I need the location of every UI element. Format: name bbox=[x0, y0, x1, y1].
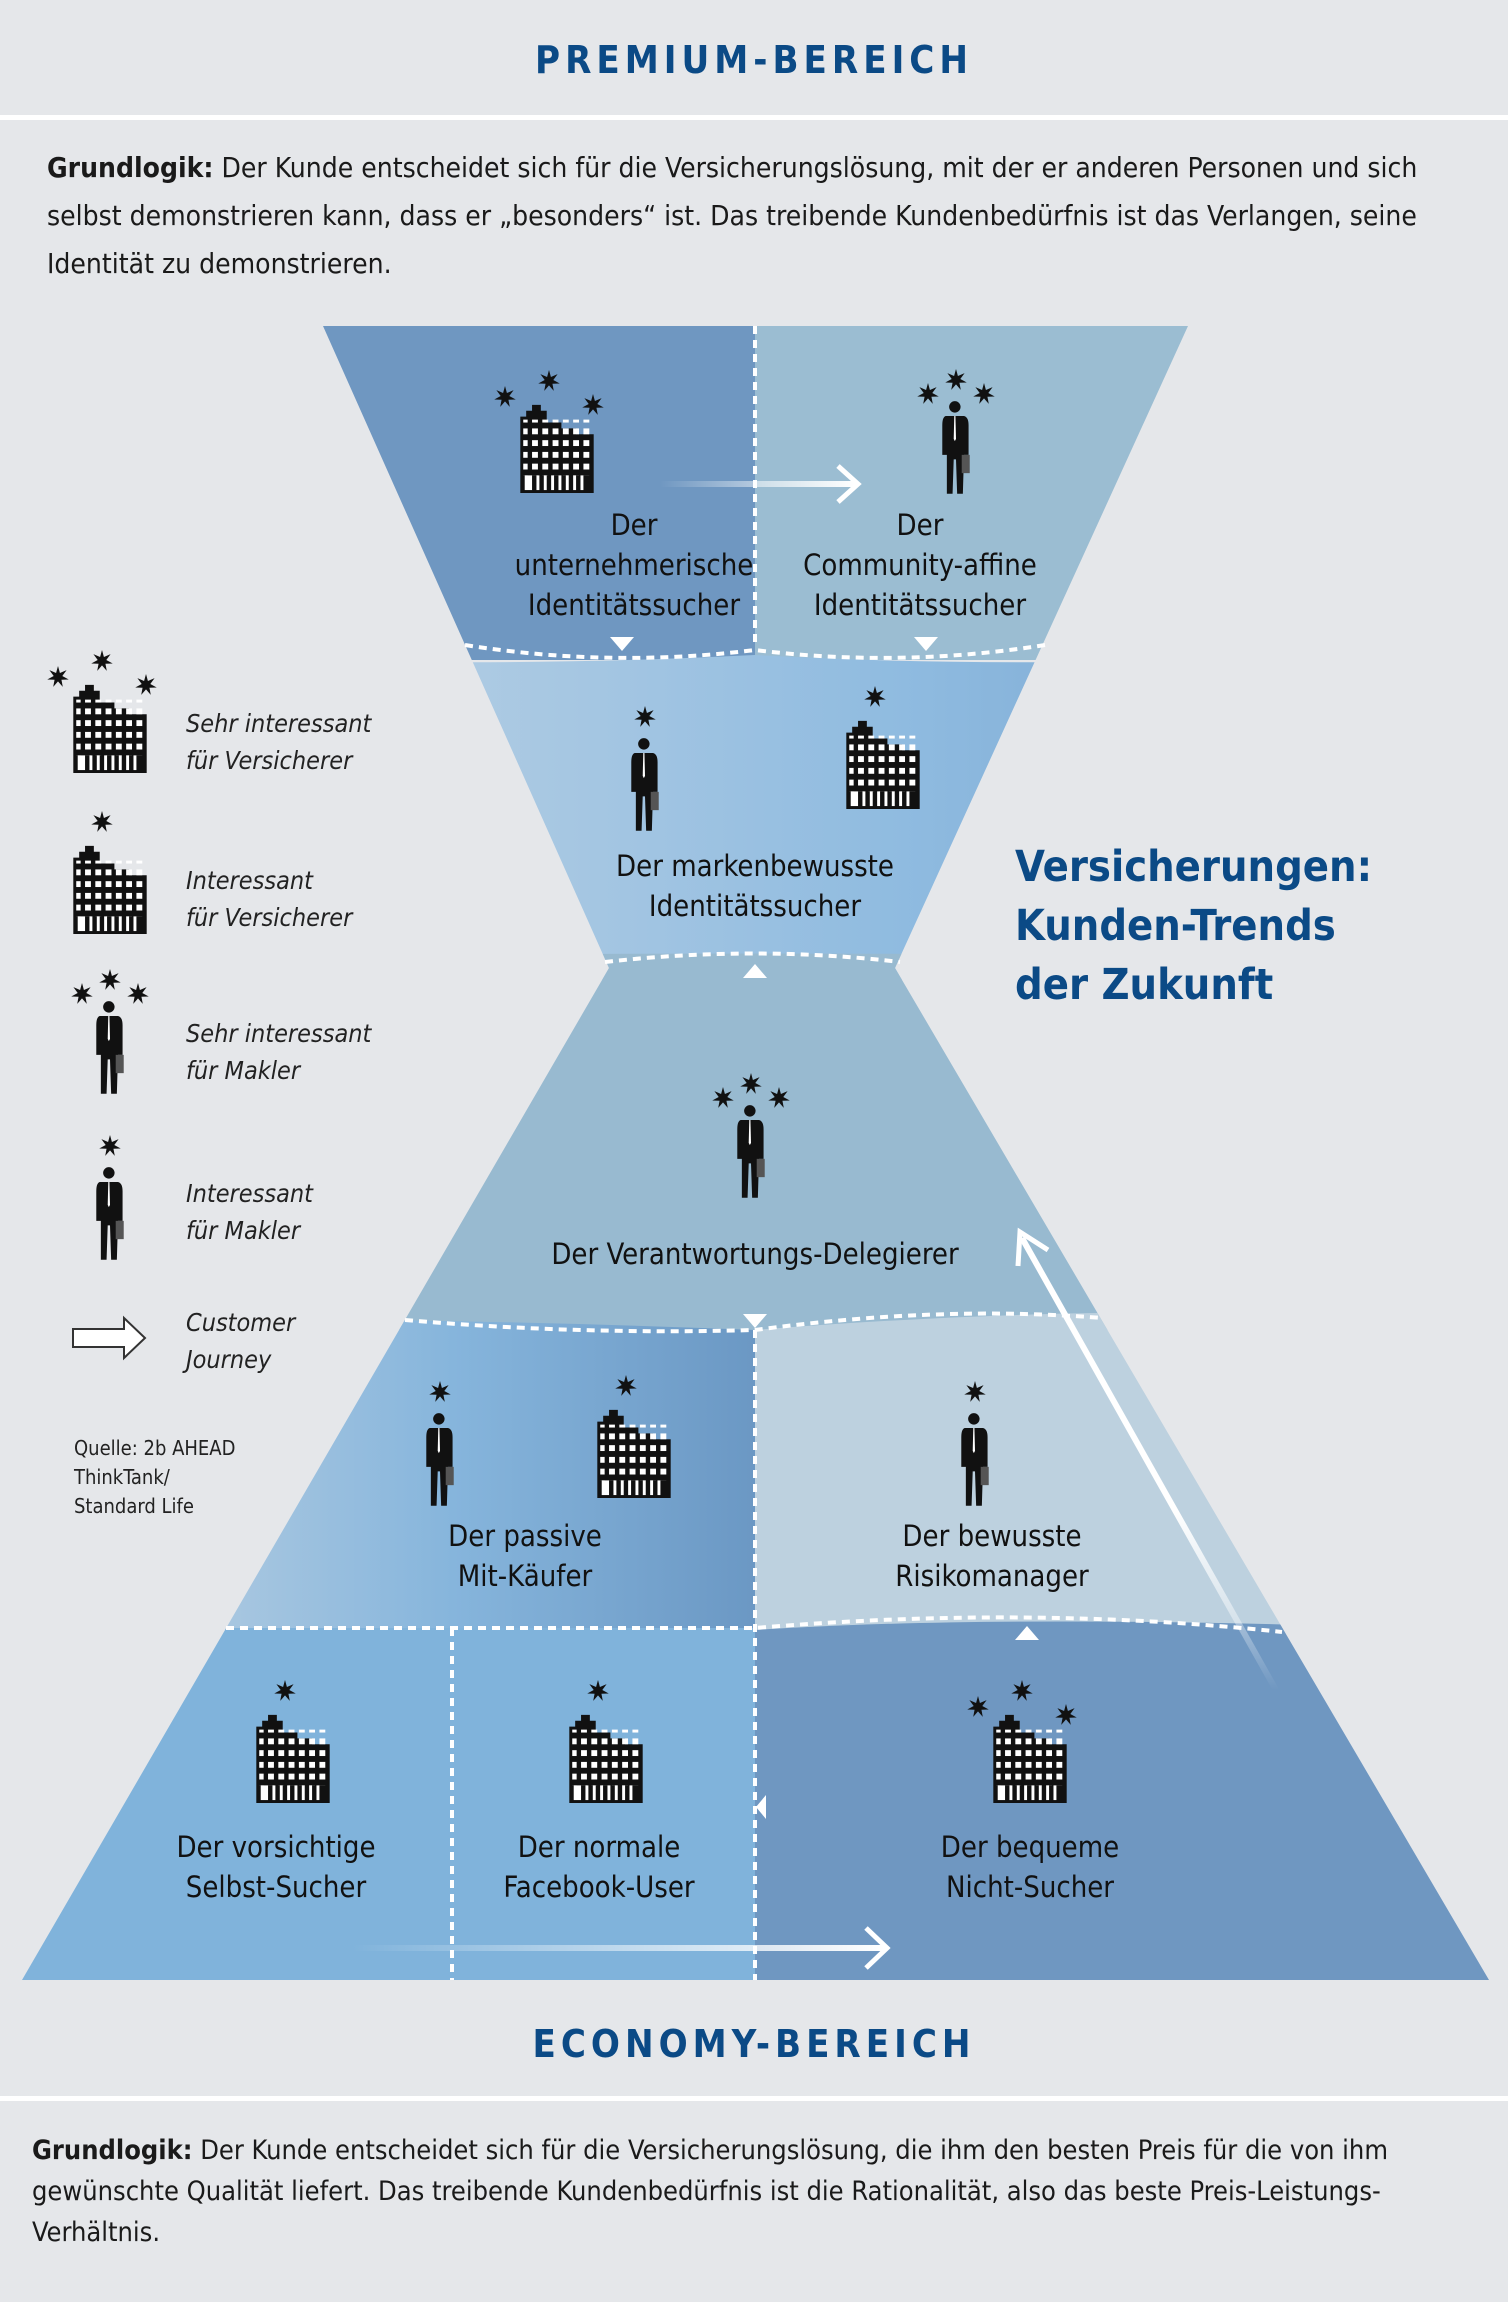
text-line: Kunden-Trends bbox=[1015, 901, 1336, 951]
star-icon bbox=[135, 674, 157, 695]
text-line: für Versicherer bbox=[186, 746, 353, 775]
text-line: Der Verantwortungs-Delegierer bbox=[551, 1237, 959, 1271]
economy-lead: Grundlogik: bbox=[32, 2135, 193, 2166]
text-line: für Makler bbox=[186, 1216, 301, 1245]
arrow-shaft bbox=[660, 481, 855, 487]
text-line: Mit-Käufer bbox=[457, 1559, 593, 1593]
triangle-down-icon bbox=[743, 1314, 767, 1328]
text-line: Versicherungen: bbox=[1015, 842, 1373, 892]
segment-bequeme-bg bbox=[755, 1621, 1489, 1980]
person-icon bbox=[96, 1001, 124, 1094]
divider bbox=[0, 2096, 1508, 2101]
text-line: Nicht-Sucher bbox=[945, 1870, 1115, 1904]
legend-icons bbox=[72, 1315, 147, 1361]
text-line: Risikomanager bbox=[895, 1559, 1089, 1593]
dashed-dividers bbox=[226, 326, 1283, 1980]
legend-item-3: Sehr interessant für Makler bbox=[186, 1015, 371, 1089]
premium-intro: Grundlogik: Der Kunde entscheidet sich f… bbox=[47, 144, 1447, 288]
text-line: Sehr interessant bbox=[186, 709, 372, 738]
star-icon bbox=[99, 969, 121, 990]
divider bbox=[0, 115, 1508, 120]
text-line: unternehmerische bbox=[514, 548, 754, 582]
text-line: Interessant bbox=[186, 866, 313, 895]
person-icon bbox=[96, 1167, 124, 1260]
text-line: Identitätssucher bbox=[648, 889, 862, 923]
economy-text: Der Kunde entscheidet sich für die Versi… bbox=[32, 2135, 1388, 2248]
arrow-shaft bbox=[1019, 1236, 1279, 1692]
segment-bewusste-bg bbox=[755, 1312, 1489, 1635]
text-line: Der bewusste bbox=[902, 1519, 1082, 1553]
text-line: Der vorsichtige bbox=[176, 1830, 376, 1864]
text-line: Journey bbox=[186, 1345, 272, 1374]
legend-item-4: Interessant für Makler bbox=[186, 1175, 313, 1249]
economy-title: ECONOMY-BEREICH bbox=[532, 2022, 976, 2066]
flow-triangles bbox=[610, 637, 1039, 1819]
arrow-shaft bbox=[352, 1945, 885, 1951]
legend-item-2: Interessant für Versicherer bbox=[186, 862, 352, 936]
arrow-head-icon bbox=[836, 464, 862, 504]
text-line: für Versicherer bbox=[186, 903, 353, 932]
source-note: Quelle: 2b AHEAD ThinkTank/Standard Life bbox=[74, 1434, 235, 1521]
star-icon bbox=[99, 1135, 121, 1156]
star-icon bbox=[47, 666, 69, 687]
text-line: der Zukunft bbox=[1015, 960, 1274, 1010]
premium-title: PREMIUM-BEREICH bbox=[535, 38, 973, 82]
text-line: Der normale bbox=[517, 1830, 681, 1864]
text-line: Der passive bbox=[448, 1519, 602, 1553]
legend-item-1: Sehr interessant für Versicherer bbox=[186, 705, 371, 779]
text-line: Community-affine bbox=[803, 548, 1037, 582]
diagram-title: Versicherungen: Kunden-Trends der Zukunft bbox=[1015, 838, 1372, 1015]
star-icon bbox=[91, 650, 113, 671]
text-line: Sehr interessant bbox=[186, 1019, 372, 1048]
text-line: Identitätssucher bbox=[527, 588, 741, 622]
premium-text: Der Kunde entscheidet sich für die Versi… bbox=[47, 151, 1418, 280]
text-line: Der bbox=[896, 508, 944, 542]
text-line: Customer bbox=[186, 1308, 296, 1337]
triangle-down-icon bbox=[610, 637, 634, 651]
triangle-up-icon bbox=[1015, 1626, 1039, 1640]
text-line: Facebook-User bbox=[503, 1870, 695, 1904]
star-icon bbox=[71, 983, 93, 1004]
arrow-head-icon bbox=[1015, 1227, 1050, 1267]
label-delegierer: Der Verantwortungs-Delegierer bbox=[551, 1234, 958, 1274]
text-line: Der markenbewusste bbox=[616, 849, 894, 883]
text-line: für Makler bbox=[186, 1056, 301, 1085]
text-line: Interessant bbox=[186, 1179, 313, 1208]
premium-lead: Grundlogik: bbox=[47, 151, 214, 184]
text-line: Quelle: 2b AHEAD bbox=[74, 1436, 236, 1460]
triangle-up-icon bbox=[743, 964, 767, 978]
text-line: ThinkTank/ bbox=[74, 1465, 170, 1489]
text-line: Selbst-Sucher bbox=[185, 1870, 367, 1904]
segment-vorsichtige-facebook-bg bbox=[22, 1628, 755, 1980]
journey-arrows bbox=[352, 464, 1279, 1970]
text-line: Identitätssucher bbox=[813, 588, 1027, 622]
text-line: Der bequeme bbox=[940, 1830, 1120, 1864]
economy-intro: Grundlogik: Der Kunde entscheidet sich f… bbox=[32, 2130, 1462, 2253]
text-line: Standard Life bbox=[74, 1494, 194, 1518]
arrow-head-icon bbox=[864, 1926, 891, 1970]
building-icon bbox=[73, 845, 147, 934]
customer-journey-arrow-icon bbox=[72, 1315, 147, 1361]
triangle-left-icon bbox=[756, 1795, 766, 1819]
building-icon bbox=[73, 684, 147, 773]
star-icon bbox=[91, 811, 113, 832]
text-line: Der bbox=[610, 508, 658, 542]
triangle-down-icon bbox=[914, 637, 938, 651]
star-icon bbox=[127, 983, 149, 1004]
